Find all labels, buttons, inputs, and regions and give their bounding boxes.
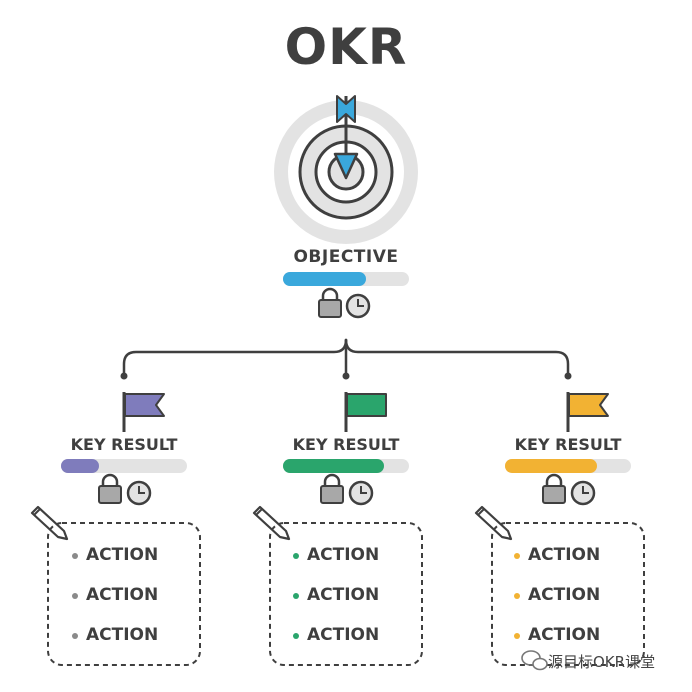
- action-list-box: [491, 522, 645, 666]
- clock-icon: [126, 480, 152, 506]
- key-result-progress-bar: [505, 459, 631, 473]
- key-result-label: KEY RESULT: [70, 435, 178, 454]
- action-bullet: [72, 593, 78, 599]
- key-result-progress-bar: [61, 459, 187, 473]
- action-item: ACTION: [307, 545, 380, 565]
- action-bullet: [72, 633, 78, 639]
- action-item: ACTION: [528, 545, 601, 565]
- key-result-label: KEY RESULT: [292, 435, 400, 454]
- pencil-icon: [474, 505, 513, 541]
- action-bullet: [293, 633, 299, 639]
- key-result-flag-icon: [122, 392, 165, 432]
- arrow-icon: [333, 95, 359, 180]
- connector-dot: [120, 372, 128, 380]
- lock-icon: [98, 473, 122, 504]
- lock-icon: [542, 473, 566, 504]
- connector-dot: [564, 372, 572, 380]
- pencil-icon: [252, 505, 291, 541]
- action-list-box: [47, 522, 201, 666]
- action-bullet: [72, 553, 78, 559]
- action-item: ACTION: [86, 585, 159, 605]
- clock-icon: [345, 293, 371, 319]
- objective-progress-bar: [283, 272, 409, 286]
- clock-icon: [348, 480, 374, 506]
- action-bullet: [514, 553, 520, 559]
- key-result-label: KEY RESULT: [514, 435, 622, 454]
- action-item: ACTION: [86, 625, 159, 645]
- connector-dot: [342, 372, 350, 380]
- key-result-progress-bar: [283, 459, 409, 473]
- objective-label: OBJECTIVE: [293, 247, 399, 267]
- page-title: OKR: [284, 18, 408, 76]
- key-result-flag-icon: [344, 392, 387, 432]
- clock-icon: [570, 480, 596, 506]
- watermark-text: 源目标OKR课堂: [548, 653, 656, 671]
- wechat-icon: [521, 650, 548, 671]
- pencil-icon: [30, 505, 69, 541]
- action-bullet: [514, 593, 520, 599]
- action-list-box: [269, 522, 423, 666]
- action-item: ACTION: [307, 625, 380, 645]
- connector-brace: [122, 338, 570, 378]
- action-bullet: [293, 593, 299, 599]
- action-item: ACTION: [528, 585, 601, 605]
- action-bullet: [293, 553, 299, 559]
- key-result-flag-icon: [566, 392, 609, 432]
- lock-icon: [320, 473, 344, 504]
- action-bullet: [514, 633, 520, 639]
- lock-icon: [318, 287, 342, 318]
- action-item: ACTION: [86, 545, 159, 565]
- action-item: ACTION: [528, 625, 601, 645]
- target-icon: [274, 100, 418, 244]
- action-item: ACTION: [307, 585, 380, 605]
